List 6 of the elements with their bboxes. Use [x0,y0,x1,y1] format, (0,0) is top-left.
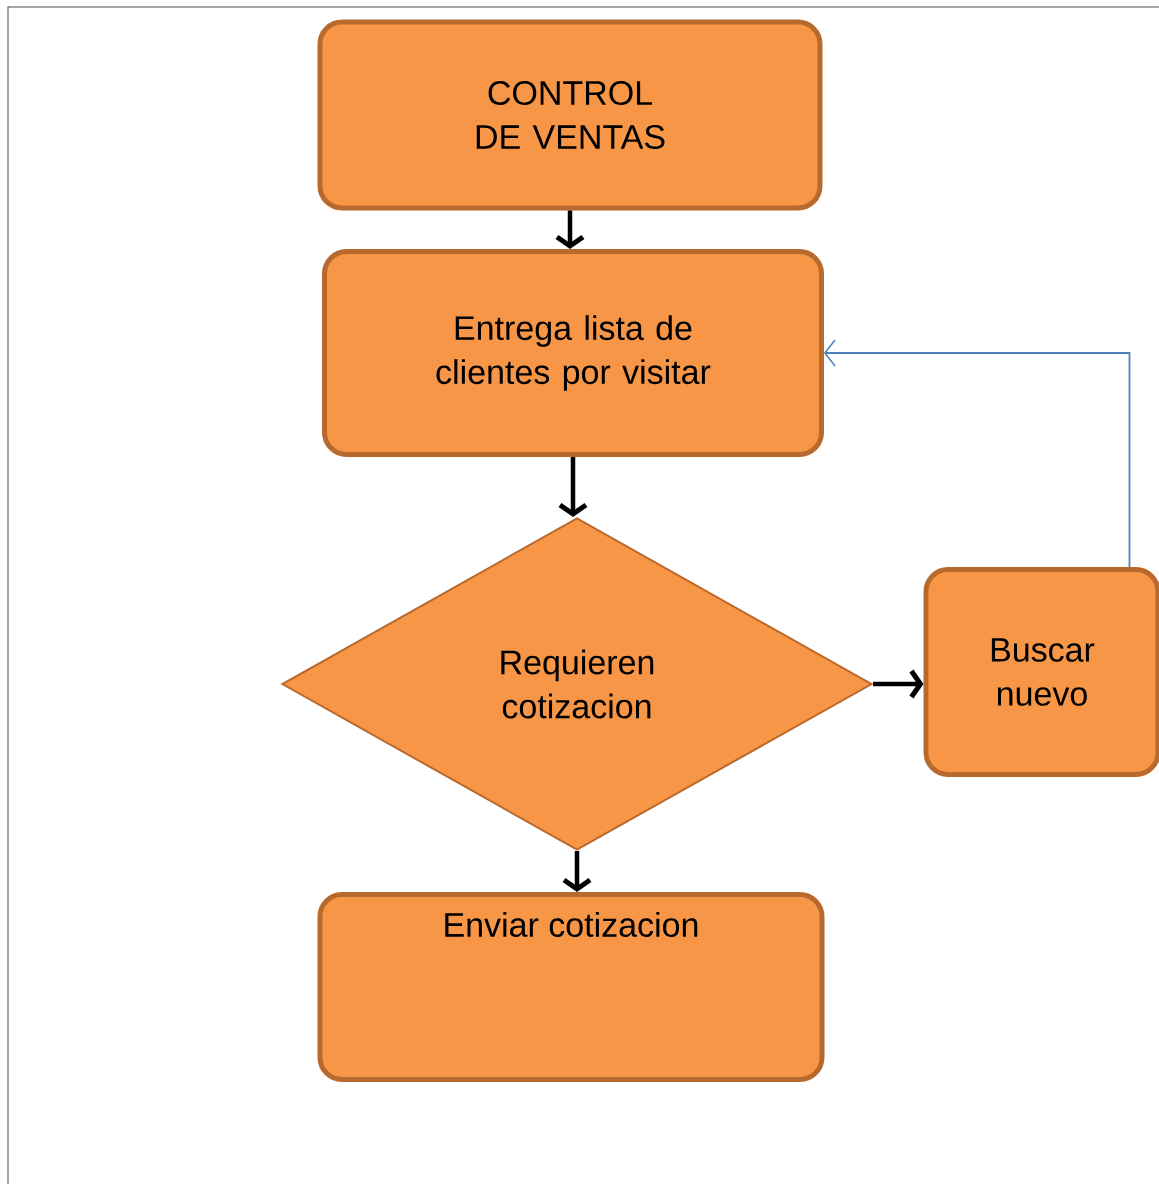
process-box: Enviar cotizacion [317,892,825,1082]
arrow [558,457,588,517]
process-box: CONTROL DE VENTAS [317,19,823,211]
process-box: Entrega lista de clientes por visitar [322,249,824,457]
arrow [824,339,1131,568]
process-box: Buscar nuevo [923,567,1159,777]
